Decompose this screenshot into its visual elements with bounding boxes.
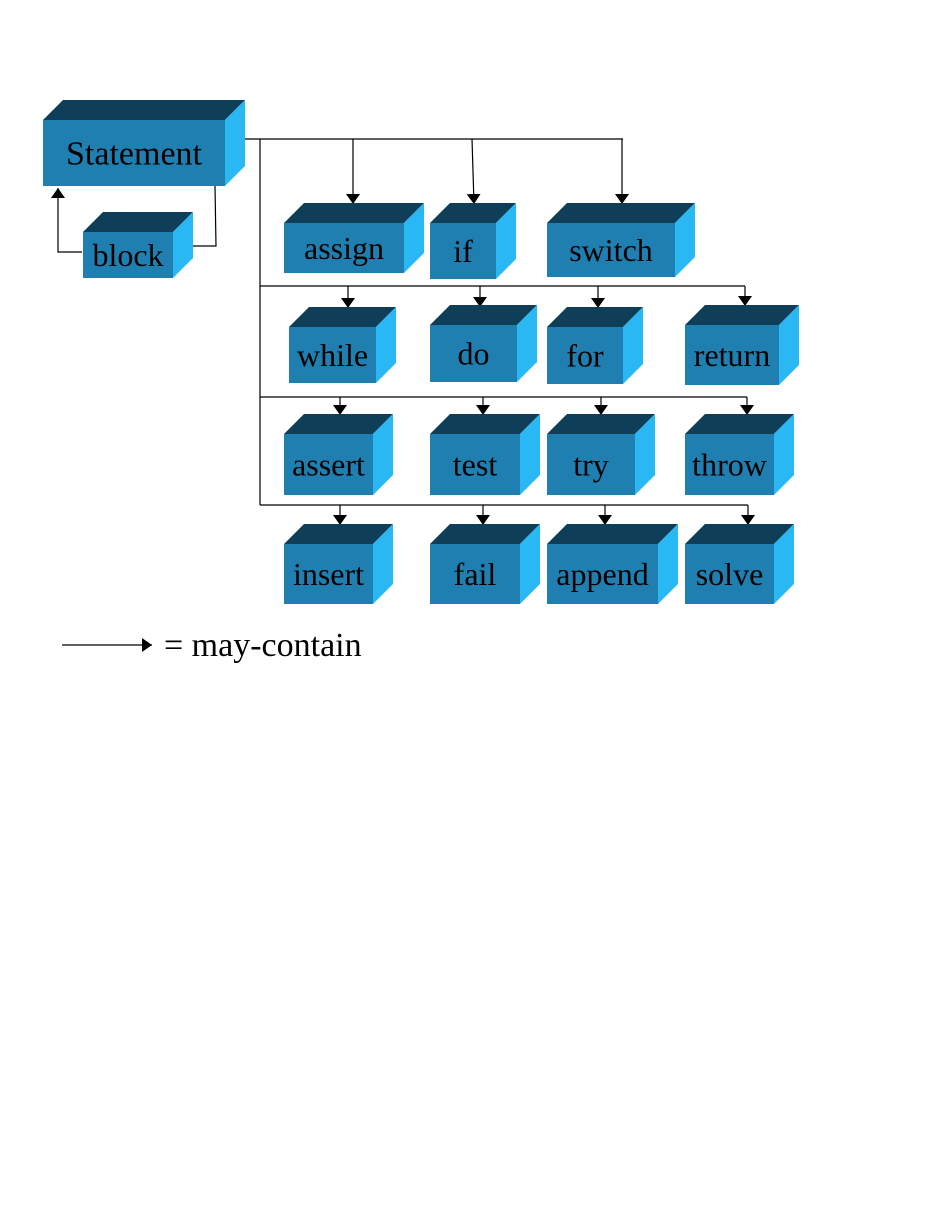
box-insert-side: [373, 524, 393, 604]
box-insert-top: [284, 524, 393, 544]
box-do: do: [430, 305, 537, 382]
box-try: try: [547, 414, 655, 495]
edge-statement-block: [182, 185, 217, 253]
box-assign: assign: [284, 203, 424, 273]
box-throw-front: [685, 434, 774, 495]
box-assign-side: [404, 203, 424, 273]
box-try-front: [547, 434, 635, 495]
box-solve-top: [685, 524, 794, 544]
box-if-side: [496, 203, 516, 279]
box-fail-label: fail: [454, 556, 497, 592]
box-return-front: [685, 325, 779, 385]
box-statement: Statement: [43, 100, 245, 186]
box-assign-label: assign: [304, 230, 384, 266]
edge-block-statement: [51, 188, 82, 253]
box-while-top: [289, 307, 396, 327]
box-append-front: [547, 544, 658, 604]
box-assign-front: [284, 223, 404, 273]
box-solve-side: [774, 524, 794, 604]
box-append-side: [658, 524, 678, 604]
box-append: append: [547, 524, 678, 604]
box-for-top: [547, 307, 643, 327]
box-assert-label: assert: [292, 446, 365, 482]
box-switch-side: [675, 203, 695, 277]
box-append-top: [547, 524, 678, 544]
box-switch-front: [547, 223, 675, 277]
box-solve: solve: [685, 524, 794, 604]
box-test: test: [430, 414, 540, 495]
box-throw-side: [774, 414, 794, 495]
box-test-label: test: [453, 446, 498, 482]
boxes: Statement block assign if switch while do for re…: [43, 100, 799, 604]
box-assert-front: [284, 434, 373, 495]
box-try-label: try: [573, 446, 609, 482]
box-block: block: [83, 212, 193, 278]
box-solve-label: solve: [696, 556, 764, 592]
box-try-side: [635, 414, 655, 495]
box-for-label: for: [566, 337, 604, 373]
box-statement-top: [43, 100, 245, 120]
box-try-top: [547, 414, 655, 434]
box-do-top: [430, 305, 537, 325]
connectors: [51, 138, 755, 525]
box-test-front: [430, 434, 520, 495]
box-insert: insert: [284, 524, 393, 604]
box-statement-side: [225, 100, 245, 186]
box-if-label: if: [453, 233, 473, 269]
box-while-side: [376, 307, 396, 383]
box-for-front: [547, 327, 623, 384]
box-switch-top: [547, 203, 695, 223]
box-assign-top: [284, 203, 424, 223]
box-solve-front: [685, 544, 774, 604]
box-do-side: [517, 305, 537, 382]
box-assert: assert: [284, 414, 393, 495]
box-while: while: [289, 307, 396, 383]
box-insert-front: [284, 544, 373, 604]
box-if-top: [430, 203, 516, 223]
legend: = may-contain: [62, 627, 362, 664]
box-return: return: [685, 305, 799, 385]
box-while-front: [289, 327, 376, 383]
box-throw-top: [685, 414, 794, 434]
box-fail-side: [520, 524, 540, 604]
box-block-front: [83, 232, 173, 278]
box-return-label: return: [694, 337, 770, 373]
box-do-label: do: [458, 335, 490, 371]
box-throw-label: throw: [692, 446, 767, 482]
box-if-front: [430, 223, 496, 279]
box-test-top: [430, 414, 540, 434]
box-fail: fail: [430, 524, 540, 604]
box-switch-label: switch: [569, 232, 653, 268]
box-throw: throw: [685, 414, 794, 495]
box-block-top: [83, 212, 193, 232]
box-do-front: [430, 325, 517, 382]
box-fail-top: [430, 524, 540, 544]
edge-statement-if: [466, 138, 481, 205]
box-if: if: [430, 203, 516, 279]
box-return-side: [779, 305, 799, 385]
box-statement-label: Statement: [66, 136, 203, 173]
box-statement-front: [43, 120, 225, 186]
box-for-side: [623, 307, 643, 384]
box-for: for: [547, 307, 643, 384]
box-test-side: [520, 414, 540, 495]
legend-text: = may-contain: [164, 627, 362, 664]
box-insert-label: insert: [293, 556, 364, 592]
box-append-label: append: [556, 556, 648, 592]
box-fail-front: [430, 544, 520, 604]
box-block-side: [173, 212, 193, 278]
box-return-top: [685, 305, 799, 325]
box-while-label: while: [297, 337, 368, 373]
box-block-label: block: [92, 237, 163, 273]
box-switch: switch: [547, 203, 695, 277]
box-assert-side: [373, 414, 393, 495]
box-assert-top: [284, 414, 393, 434]
